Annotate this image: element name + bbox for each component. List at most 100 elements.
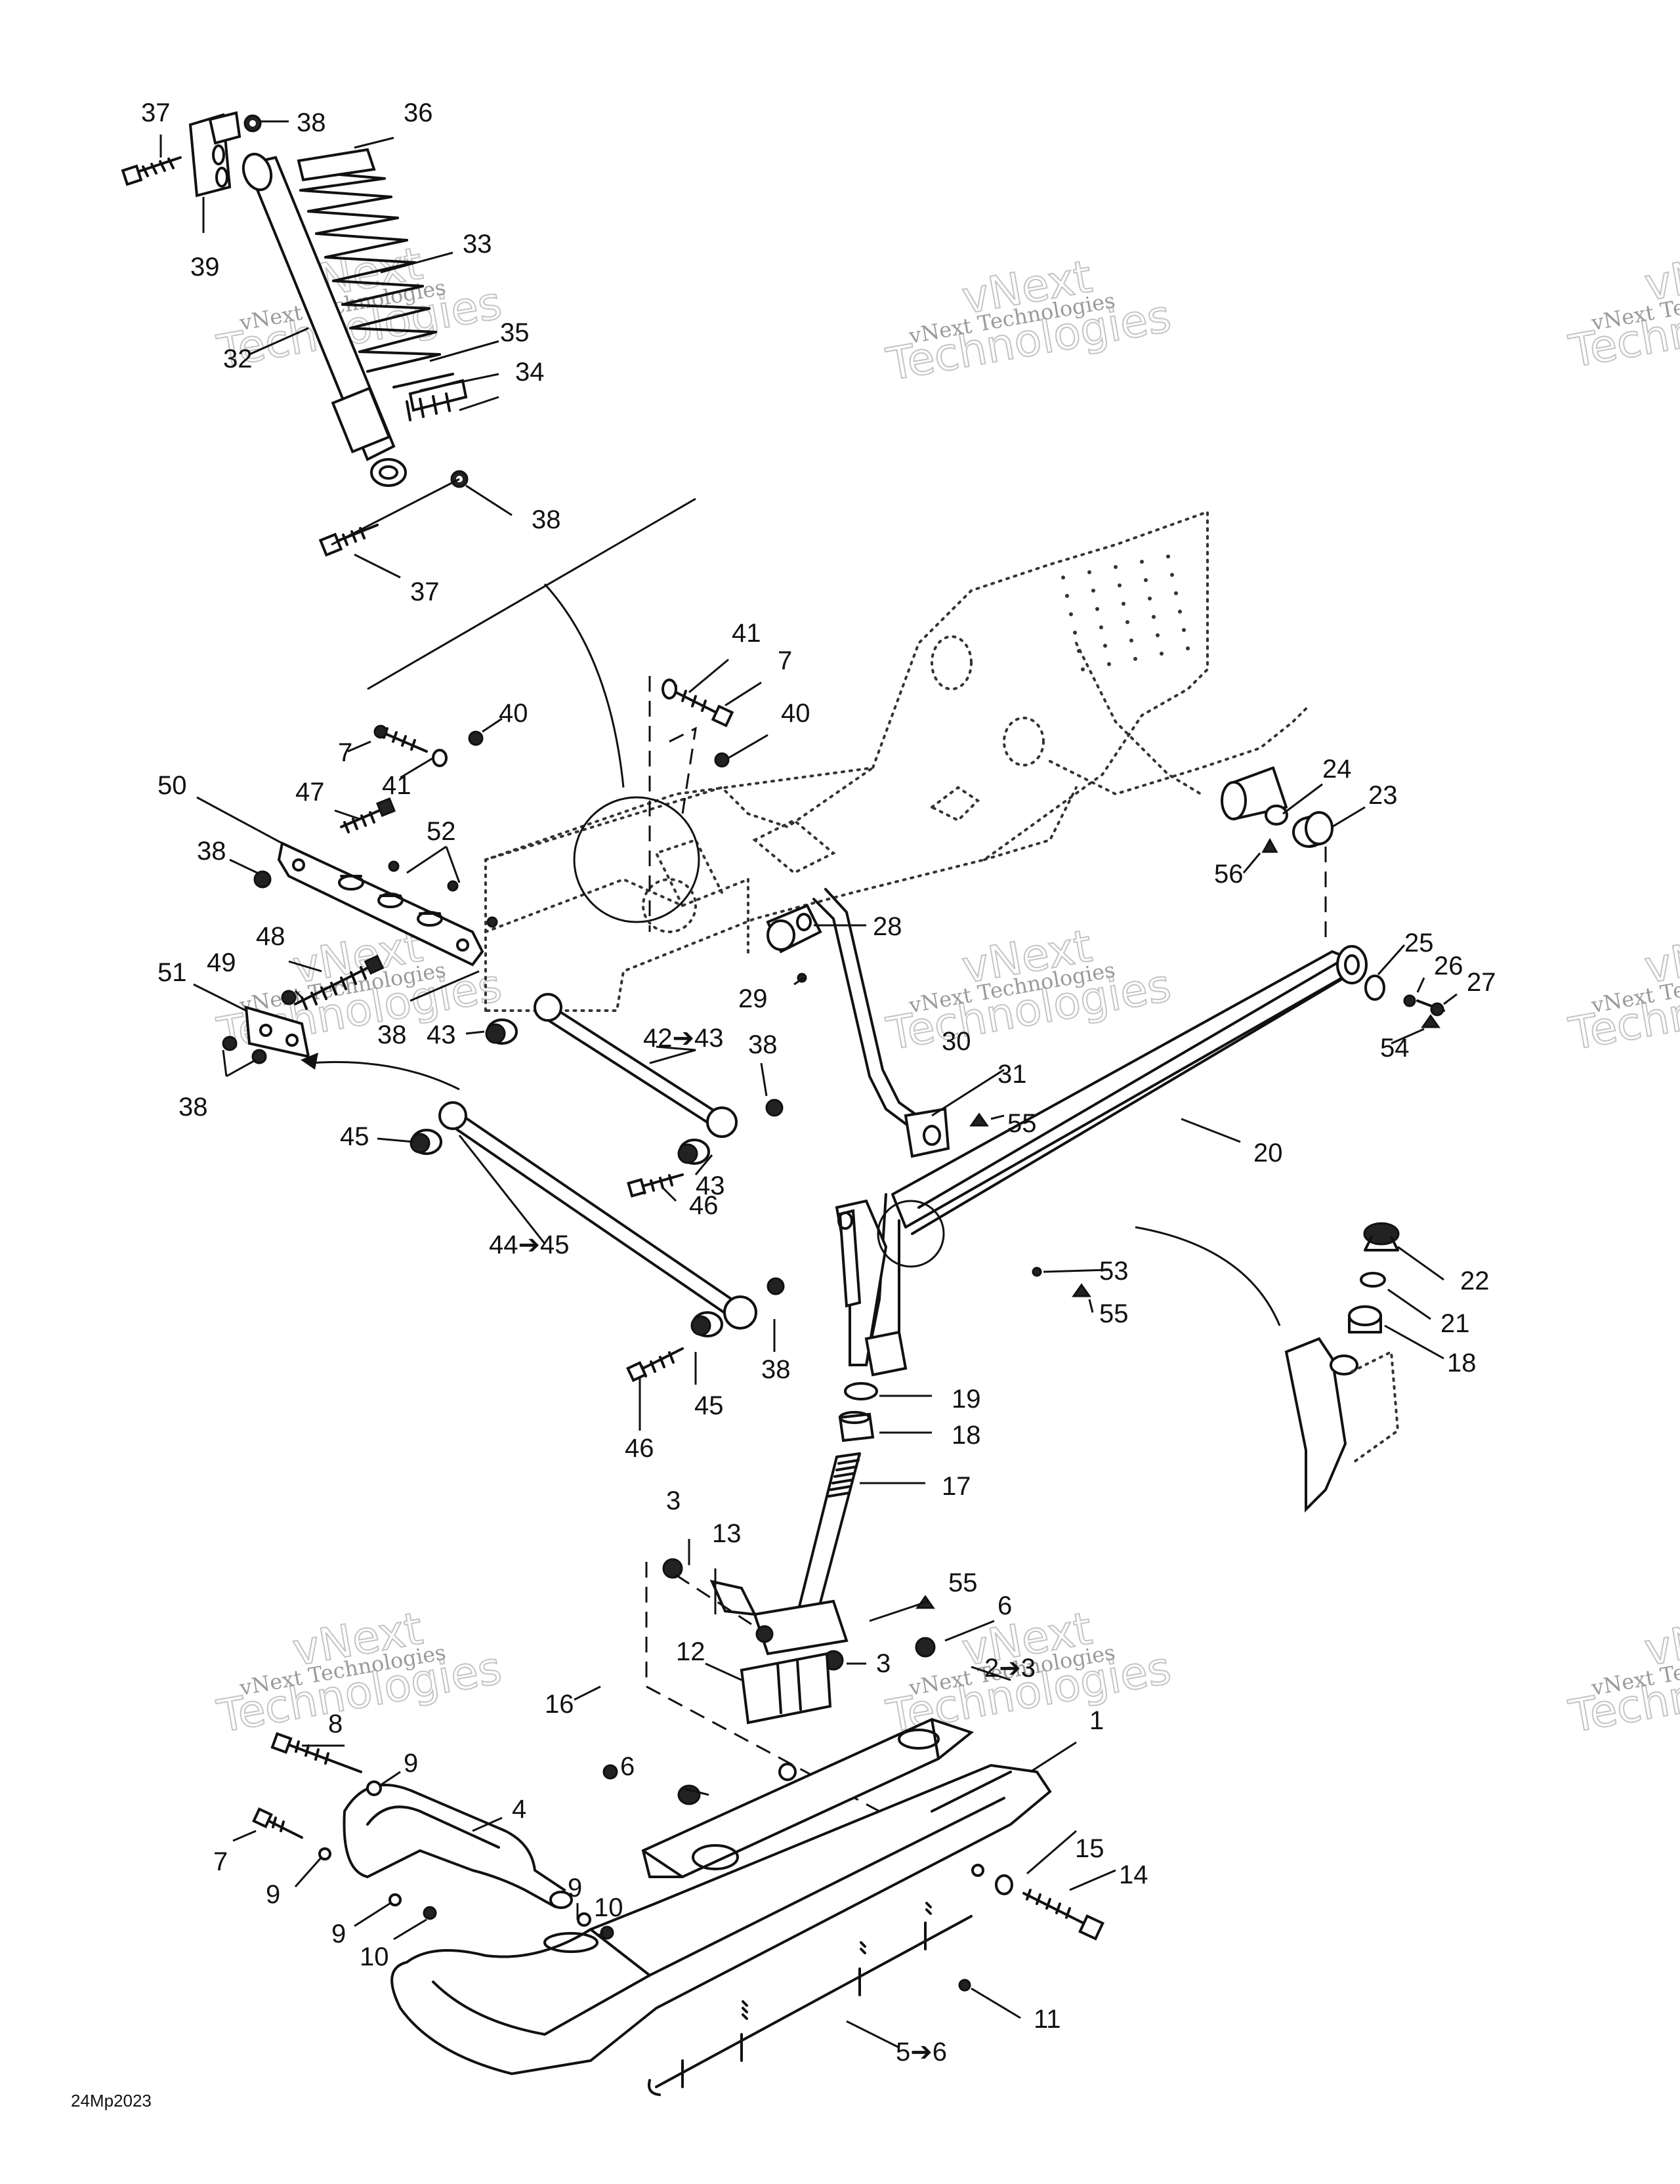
callout-54: 54 [1380, 1034, 1410, 1062]
callout-2-3: 2➔3 [984, 1654, 1036, 1683]
bracket-arrow-line [308, 1060, 460, 1091]
callout-24: 24 [1322, 755, 1352, 784]
frame-hole [1156, 633, 1160, 637]
steering-parts-12-13 [662, 1558, 832, 1725]
callout-5-6: 5➔6 [896, 2038, 947, 2067]
ski-handle [343, 1784, 573, 1909]
callout-9: 9 [404, 1749, 418, 1778]
callout-18: 18 [952, 1421, 981, 1450]
frame-hole [1103, 644, 1107, 648]
callout-34: 34 [515, 358, 545, 387]
callout-20: 20 [1253, 1139, 1283, 1167]
frame-bolt-7-lower [373, 724, 484, 767]
frame-hole [1186, 646, 1190, 650]
callout-53: 53 [1099, 1257, 1129, 1286]
callout-55: 55 [948, 1568, 978, 1597]
callout-6: 6 [620, 1752, 635, 1781]
frame-hole [1114, 565, 1118, 569]
callout-27: 27 [1467, 968, 1496, 997]
callout-38: 38 [761, 1355, 791, 1384]
watermark-9: vNext Technologies vNext Technologies [1564, 1602, 1680, 1744]
shock-body [242, 152, 407, 487]
frame-dot-grid [1061, 555, 1190, 671]
right-pivot-hardware [1364, 975, 1445, 1017]
callout-25: 25 [1404, 929, 1434, 957]
watermark-7: vNext Technologies vNext Technologies [213, 1602, 506, 1744]
ski-body [390, 1763, 1052, 2076]
frame-hole [1178, 610, 1182, 614]
callout-22: 22 [1460, 1267, 1490, 1295]
callout-38: 38 [297, 108, 326, 137]
watermark-layer: vNext Technologies vNext Technologies vN… [213, 237, 1680, 1744]
frame-hole [1144, 578, 1148, 582]
frame-hole [1129, 639, 1133, 642]
bracket-bolt-47 [340, 797, 396, 833]
callout-3: 3 [876, 1649, 891, 1678]
small-bracket-51 [222, 990, 310, 1064]
ski-bolts [252, 1732, 614, 1940]
callout-42-43: 42➔43 [643, 1024, 724, 1053]
callout-7: 7 [338, 738, 352, 767]
watermark-5: vNext Technologies vNext Technologies [882, 919, 1175, 1061]
callout-7: 7 [213, 1847, 228, 1876]
lower-shock-axis-line [331, 478, 460, 546]
frame-hole [1065, 594, 1069, 598]
frame-hole [1091, 589, 1095, 593]
upper-shock-nut [243, 114, 262, 133]
callout-18: 18 [1447, 1349, 1477, 1377]
frame-hole [1069, 612, 1073, 616]
callout-35: 35 [500, 318, 530, 347]
callout-55: 55 [1099, 1299, 1129, 1328]
bolt-48 [294, 954, 385, 1010]
frame-hole [1140, 560, 1144, 564]
callout-38: 38 [377, 1020, 407, 1049]
frame-hole [1166, 555, 1170, 558]
callout-44-45: 44➔45 [489, 1230, 570, 1259]
tie-rod-upper [485, 993, 784, 1165]
trailing-arm [865, 945, 1368, 1366]
callout-41: 41 [382, 771, 411, 800]
callout-28: 28 [873, 912, 902, 941]
callout-10: 10 [594, 1893, 623, 1922]
callout-15: 15 [1075, 1834, 1104, 1863]
callout-39: 39 [190, 253, 220, 282]
callout-38: 38 [748, 1030, 778, 1059]
watermark-2: vNext Technologies vNext Technologies [882, 250, 1175, 392]
spindle-cap-assembly [1135, 1222, 1400, 1513]
callout-17: 17 [942, 1472, 971, 1501]
callout-8: 8 [328, 1710, 343, 1738]
upper-shock-bolt [121, 156, 182, 186]
upper-mount-bracket [188, 111, 242, 198]
callout-52: 52 [427, 817, 456, 846]
bracket-arrow-head [301, 1053, 318, 1070]
spindle-housing [835, 1199, 945, 1377]
callout-55: 55 [1007, 1109, 1037, 1138]
callout-38: 38 [178, 1093, 208, 1122]
upper-pivot-bushing [1221, 766, 1334, 938]
callout-12: 12 [676, 1637, 705, 1666]
callout-3: 3 [666, 1486, 681, 1515]
callout-37: 37 [141, 98, 171, 127]
callout-51: 51 [158, 958, 187, 987]
callout-labels: 37 38 36 39 33 32 35 34 38 37 41 7 40 40… [141, 98, 1496, 2067]
frame-hole [1122, 602, 1125, 606]
callout-7: 7 [778, 646, 792, 675]
frame-dotted-outline [484, 510, 1307, 1012]
callout-40: 40 [499, 699, 528, 728]
frame-hole [1148, 597, 1152, 600]
tie-rod-lower [410, 1101, 785, 1337]
spring-stopper [297, 148, 376, 182]
bumper-support [277, 841, 484, 967]
callout-14: 14 [1119, 1860, 1148, 1889]
frame-hole [1152, 615, 1156, 619]
stabilizer-bar [766, 888, 950, 1158]
spring-retainer [392, 373, 468, 421]
callout-29: 29 [738, 984, 768, 1013]
callout-32: 32 [223, 345, 253, 373]
tie-rod-bolts-46 [626, 1173, 684, 1382]
hidden-line-1 [645, 1562, 880, 1813]
callout-9: 9 [331, 1920, 346, 1948]
callout-13: 13 [712, 1519, 742, 1548]
callout-36: 36 [404, 98, 433, 127]
bracket-screws-52 [388, 860, 498, 928]
